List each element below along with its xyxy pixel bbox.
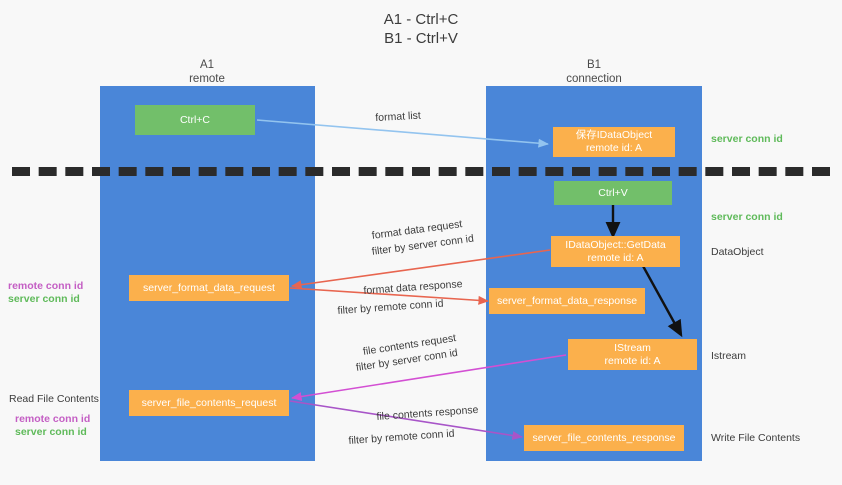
right-label-server-conn-id-top: server conn id <box>711 133 783 145</box>
left-label-read-file-contents: Read File Contents <box>9 393 99 405</box>
title-line-1: A1 - Ctrl+C <box>383 11 459 28</box>
box-server-file-contents-request[interactable]: server_file_contents_request <box>129 390 289 416</box>
box-server-file-contents-response-label: server_file_contents_response <box>532 431 676 444</box>
right-label-dataobject: DataObject <box>711 246 764 258</box>
right-label-server-conn-id-mid: server conn id <box>711 211 783 223</box>
box-istream-line1: IStream <box>614 341 651 354</box>
page-title: A1 - Ctrl+C B1 - Ctrl+V <box>0 10 842 48</box>
box-save-idataobject[interactable]: 保存IDataObject remote id: A <box>553 127 675 157</box>
phase-divider <box>12 167 830 176</box>
filter-prefix: filter by <box>371 241 410 258</box>
box-idataobject-getdata[interactable]: IDataObject::GetData remote id: A <box>551 236 680 267</box>
box-istream[interactable]: IStream remote id: A <box>568 339 697 370</box>
box-ctrl-v-label: Ctrl+V <box>598 186 628 199</box>
filter-key-remote-conn-id: remote conn id <box>373 297 444 315</box>
column-header-a1: A1 remote <box>127 58 287 86</box>
filter-key-remote-conn-id: remote conn id <box>384 427 455 445</box>
left-label-remote-conn-id-upper: remote conn id <box>8 280 84 292</box>
box-save-idataobject-line1: 保存IDataObject <box>575 129 653 141</box>
right-label-write-file-contents: Write File Contents <box>711 432 801 444</box>
column-header-b1-name: B1 <box>586 59 602 71</box>
box-ctrl-c-label: Ctrl+C <box>179 113 211 126</box>
right-label-istream: Istream <box>711 350 747 362</box>
column-header-a1-sub: remote <box>189 73 225 85</box>
filter-prefix: filter by <box>337 302 375 317</box>
left-label-remote-conn-id-lower: remote conn id <box>15 413 91 425</box>
edge-label-format-list: format list <box>375 109 422 124</box>
box-server-format-data-request-label: server_format_data_request <box>143 281 275 294</box>
edge-label-file-contents-response: file contents response <box>376 403 479 423</box>
edge-label-file-contents-response-filter: filter by remote conn id <box>348 427 455 448</box>
box-server-format-data-response-label: server_format_data_response <box>496 294 638 307</box>
box-idataobject-getdata-line1: IDataObject::GetData <box>565 238 666 251</box>
box-save-idataobject-line2: remote id: A <box>585 142 643 154</box>
box-ctrl-c[interactable]: Ctrl+C <box>135 105 255 135</box>
box-idataobject-getdata-line2: remote id: A <box>587 251 644 264</box>
box-server-format-data-response[interactable]: server_format_data_response <box>489 288 645 314</box>
title-line-2: B1 - Ctrl+V <box>384 30 458 47</box>
box-ctrl-v[interactable]: Ctrl+V <box>554 181 672 205</box>
edge-label-format-data-response-filter: filter by remote conn id <box>337 297 444 318</box>
column-header-b1: B1 connection <box>514 58 674 86</box>
filter-prefix: filter by <box>355 356 394 374</box>
column-header-a1-name: A1 <box>199 59 215 71</box>
column-header-b1-sub: connection <box>566 73 622 85</box>
box-server-format-data-request[interactable]: server_format_data_request <box>129 275 289 301</box>
left-label-server-conn-id-upper: server conn id <box>8 293 80 305</box>
box-server-file-contents-request-label: server_file_contents_request <box>141 396 277 409</box>
edge-label-format-data-response: format data response <box>363 278 463 297</box>
box-server-file-contents-response[interactable]: server_file_contents_response <box>524 425 684 451</box>
left-label-server-conn-id-lower: server conn id <box>15 426 87 438</box>
filter-prefix: filter by <box>348 432 386 447</box>
box-istream-line2: remote id: A <box>604 354 661 367</box>
